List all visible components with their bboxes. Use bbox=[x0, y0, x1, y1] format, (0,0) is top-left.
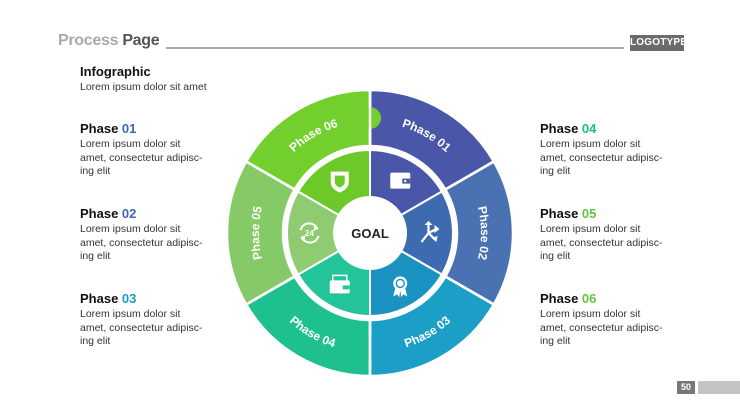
phase-desc-line: amet, consectetur adipisc- bbox=[80, 151, 203, 164]
segment-divider bbox=[243, 159, 296, 191]
phase-desc-line: Lorem ipsum dolor sit bbox=[540, 138, 641, 150]
title-part-1: Process bbox=[58, 32, 123, 49]
phase-desc-line: ing elit bbox=[80, 250, 111, 262]
phase-desc-line: ing elit bbox=[540, 250, 571, 262]
money-wallet-icon bbox=[329, 274, 350, 294]
segment-divider bbox=[444, 275, 497, 307]
goal-center bbox=[335, 198, 405, 268]
wallet-icon bbox=[390, 172, 411, 189]
phase-desc-line: Lorem ipsum dolor sit bbox=[540, 308, 641, 320]
segment-label-2: Phase 02 bbox=[475, 205, 492, 261]
segment-icons: 24 bbox=[299, 171, 440, 298]
intro-heading: Infographic bbox=[80, 64, 151, 79]
phase-desc-line: Lorem ipsum dolor sit bbox=[80, 223, 181, 235]
page-number: 50 bbox=[677, 381, 695, 394]
footer-bar bbox=[698, 381, 740, 394]
phase-05-text: Phase 05 Lorem ipsum dolor sit amet, con… bbox=[540, 206, 680, 264]
goal-label: GOAL bbox=[351, 226, 389, 241]
segment-label-5: Phase 05 bbox=[248, 205, 265, 261]
phase-label: Phase bbox=[540, 121, 582, 136]
title-part-2: Page bbox=[122, 32, 160, 49]
phase-desc-line: ing elit bbox=[540, 335, 571, 347]
phase-desc-line: amet, consectetur adipisc- bbox=[80, 236, 203, 249]
phase-02-text: Phase 02 Lorem ipsum dolor sit amet, con… bbox=[80, 206, 220, 264]
split-arrows-icon bbox=[420, 221, 440, 243]
phase-number: 05 bbox=[581, 206, 597, 221]
phase-06-text: Phase 06 Lorem ipsum dolor sit amet, con… bbox=[540, 291, 680, 349]
phase-label: Phase bbox=[80, 121, 122, 136]
phase-number: 02 bbox=[121, 206, 137, 221]
logotype: LOGOTYPE bbox=[630, 35, 687, 51]
phase-desc-line: Lorem ipsum dolor sit bbox=[540, 223, 641, 235]
page-header: Process Page LOGOTYPE bbox=[58, 30, 687, 54]
segment-divider bbox=[243, 275, 296, 307]
shield-icon bbox=[330, 171, 349, 193]
phase-desc-line: ing elit bbox=[80, 165, 111, 177]
award-badge-icon bbox=[393, 276, 408, 298]
phase-number: 06 bbox=[581, 291, 597, 306]
phase-desc-line: amet, consectetur adipisc- bbox=[80, 321, 203, 334]
phase-number: 03 bbox=[121, 291, 137, 306]
phase-04-text: Phase 04 Lorem ipsum dolor sit amet, con… bbox=[540, 121, 680, 179]
phase-desc-line: Lorem ipsum dolor sit bbox=[80, 308, 181, 320]
phase-desc-line: amet, consectetur adipisc- bbox=[540, 321, 663, 334]
intro-subtitle: Lorem ipsum dolor sit amet bbox=[80, 81, 207, 93]
page-title: Process Page bbox=[58, 32, 160, 50]
phase-label: Phase bbox=[80, 291, 122, 306]
phase-01-text: Phase 01 Lorem ipsum dolor sit amet, con… bbox=[80, 121, 220, 179]
phase-desc-line: Lorem ipsum dolor sit bbox=[80, 138, 181, 150]
phase-03-text: Phase 03 Lorem ipsum dolor sit amet, con… bbox=[80, 291, 220, 349]
phase-label: Phase bbox=[540, 291, 582, 306]
phase-desc-line: amet, consectetur adipisc- bbox=[540, 236, 663, 249]
segment-divider bbox=[444, 159, 497, 191]
phase-desc-line: ing elit bbox=[80, 335, 111, 347]
phase-desc-line: amet, consectetur adipisc- bbox=[540, 151, 663, 164]
24-hours-icon: 24 bbox=[299, 222, 320, 244]
svg-text:24: 24 bbox=[305, 229, 314, 238]
phase-desc-line: ing elit bbox=[540, 165, 571, 177]
phase-number: 04 bbox=[581, 121, 597, 136]
header-divider bbox=[166, 47, 624, 49]
phase-number: 01 bbox=[121, 121, 137, 136]
phase-label: Phase bbox=[80, 206, 122, 221]
intro-block: Infographic Lorem ipsum dolor sit amet bbox=[80, 64, 207, 94]
phase-label: Phase bbox=[540, 206, 582, 221]
outer-ring bbox=[225, 88, 515, 378]
